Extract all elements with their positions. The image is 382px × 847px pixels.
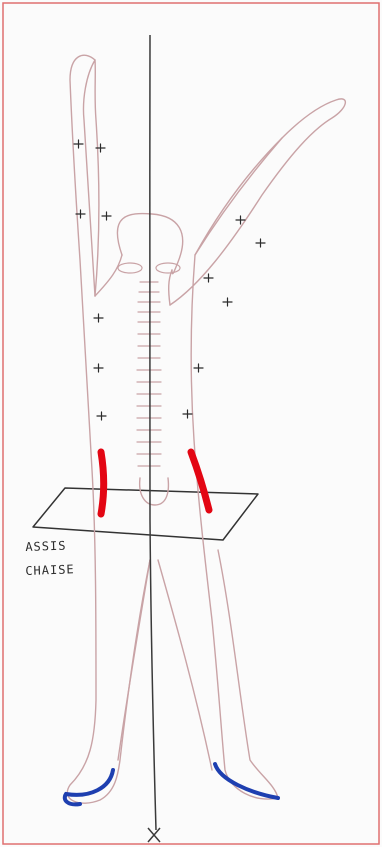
ear-right: [156, 263, 180, 273]
highlight-left-foot: [65, 770, 113, 804]
body-outline: [67, 55, 345, 803]
annotation-chaise: CHAISE: [25, 560, 96, 580]
highlight-right-flank: [191, 452, 209, 510]
midline-cross-icon: [148, 828, 160, 842]
center-midline: [150, 35, 156, 830]
annotation-assis: ASSIS: [25, 536, 96, 556]
spine-drawing: [118, 263, 180, 466]
page-border: [3, 3, 379, 844]
ear-left: [118, 263, 142, 273]
chair-seat: [33, 488, 258, 540]
highlight-left-flank: [101, 452, 104, 514]
